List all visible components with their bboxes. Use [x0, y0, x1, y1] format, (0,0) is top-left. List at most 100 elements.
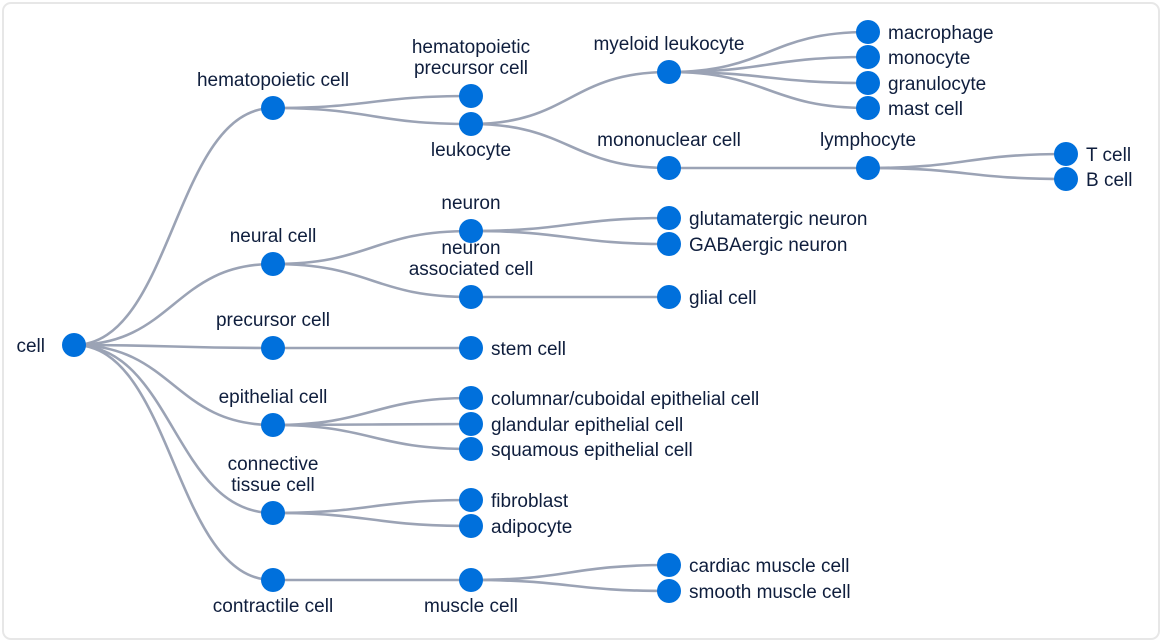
node-mononuclear-cell[interactable] [657, 156, 681, 180]
edge-lymphocyte-to-t-cell [867, 152, 1067, 170]
edge-muscle-cell-to-smooth-muscle-cell [470, 578, 670, 593]
label-line: connective [228, 454, 319, 475]
node-b-cell[interactable] [1054, 167, 1078, 191]
label-line: stem cell [491, 339, 566, 360]
node-t-cell[interactable] [1054, 142, 1078, 166]
label-leukocyte: leukocyte [431, 140, 511, 161]
label-line: B cell [1086, 170, 1132, 191]
node-muscle-cell[interactable] [459, 568, 483, 592]
node-neuron[interactable] [459, 219, 483, 243]
label-t-cell: T cell [1086, 145, 1131, 166]
label-monocyte: monocyte [888, 48, 970, 69]
label-granulocyte: granulocyte [888, 74, 986, 95]
node-glial-cell[interactable] [657, 285, 681, 309]
node-lymphocyte[interactable] [856, 156, 880, 180]
label-line: monocyte [888, 48, 970, 69]
label-precursor-cell: precursor cell [216, 310, 330, 331]
label-line: neuron [441, 193, 500, 214]
label-columnar-cuboidal-epithelial-cell: columnar/cuboidal epithelial cell [491, 389, 759, 410]
edge-connective-tissue-cell-to-adipocyte [272, 511, 472, 528]
label-line: mast cell [888, 99, 963, 120]
label-line: glutamatergic neuron [689, 209, 868, 230]
label-line: lymphocyte [820, 130, 916, 151]
node-smooth-muscle-cell[interactable] [657, 579, 681, 603]
label-cardiac-muscle-cell: cardiac muscle cell [689, 556, 850, 577]
node-neural-cell[interactable] [261, 252, 285, 276]
node-cell[interactable] [62, 333, 86, 357]
label-line: precursor cell [216, 310, 330, 331]
node-hematopoietic-cell[interactable] [261, 96, 285, 120]
edge-cell-to-contractile-cell [73, 343, 274, 582]
label-macrophage: macrophage [888, 23, 994, 44]
node-leukocyte[interactable] [459, 112, 483, 136]
label-line: leukocyte [431, 140, 511, 161]
edge-neural-cell-to-neuron-associated-cell [272, 262, 472, 299]
edge-leukocyte-to-mononuclear-cell [470, 122, 670, 170]
label-line: GABAergic neuron [689, 235, 847, 256]
label-line: fibroblast [491, 491, 569, 512]
node-connective-tissue-cell[interactable] [261, 501, 285, 525]
node-epithelial-cell[interactable] [261, 413, 285, 437]
label-glial-cell: glial cell [689, 288, 757, 309]
node-cardiac-muscle-cell[interactable] [657, 553, 681, 577]
label-muscle-cell: muscle cell [424, 596, 518, 617]
label-line: cell [16, 336, 45, 357]
edge-neuron-to-glutamatergic-neuron [470, 216, 670, 233]
edge-cell-to-precursor-cell [73, 343, 274, 350]
edge-cell-to-connective-tissue-cell [73, 343, 274, 515]
label-line: mononuclear cell [597, 130, 741, 151]
label-line: smooth muscle cell [689, 582, 851, 603]
label-line: hematopoietic cell [197, 70, 349, 91]
label-smooth-muscle-cell: smooth muscle cell [689, 582, 851, 603]
label-line: neural cell [230, 226, 317, 247]
edge-connective-tissue-cell-to-fibroblast [272, 498, 472, 515]
tree-labels: cell hematopoietic cell neural cell precurs… [16, 23, 1132, 617]
label-lymphocyte: lymphocyte [820, 130, 916, 151]
label-fibroblast: fibroblast [491, 491, 569, 512]
node-monocyte[interactable] [856, 45, 880, 69]
label-squamous-epithelial-cell: squamous epithelial cell [491, 440, 693, 461]
node-glutamatergic-neuron[interactable] [657, 206, 681, 230]
node-precursor-cell[interactable] [261, 336, 285, 360]
label-line: T cell [1086, 145, 1131, 166]
edge-muscle-cell-to-cardiac-muscle-cell [470, 563, 670, 582]
label-line: squamous epithelial cell [491, 440, 693, 461]
label-cell: cell [16, 336, 45, 357]
label-b-cell: B cell [1086, 170, 1132, 191]
edge-myeloid-leukocyte-to-mast-cell [668, 70, 869, 110]
node-gabaergic-neuron[interactable] [657, 232, 681, 256]
node-squamous-epithelial-cell[interactable] [459, 437, 483, 461]
node-contractile-cell[interactable] [261, 568, 285, 592]
label-line: hematopoietic [412, 37, 530, 58]
label-contractile-cell: contractile cell [213, 596, 333, 617]
edge-hematopoietic-cell-to-hematopoietic-precursor-cell [272, 94, 472, 110]
node-macrophage[interactable] [856, 20, 880, 44]
node-columnar-cuboidal-epithelial-cell[interactable] [459, 386, 483, 410]
label-neuron: neuron [441, 193, 500, 214]
node-granulocyte[interactable] [856, 71, 880, 95]
node-myeloid-leukocyte[interactable] [657, 60, 681, 84]
node-neuron-associated-cell[interactable] [459, 285, 483, 309]
node-stem-cell[interactable] [459, 336, 483, 360]
node-glandular-epithelial-cell[interactable] [459, 412, 483, 436]
tree-edges [73, 30, 1067, 593]
node-fibroblast[interactable] [459, 488, 483, 512]
tree-nodes [62, 20, 1078, 603]
edge-epithelial-cell-to-squamous-epithelial-cell [272, 423, 472, 451]
edge-cell-to-hematopoietic-cell [73, 106, 274, 347]
label-glutamatergic-neuron: glutamatergic neuron [689, 209, 868, 230]
label-line: muscle cell [424, 596, 518, 617]
edge-lymphocyte-to-b-cell [867, 166, 1067, 181]
label-line: columnar/cuboidal epithelial cell [491, 389, 759, 410]
node-hematopoietic-precursor-cell[interactable] [459, 84, 483, 108]
node-mast-cell[interactable] [856, 96, 880, 120]
node-adipocyte[interactable] [459, 514, 483, 538]
edge-hematopoietic-cell-to-leukocyte [272, 106, 472, 126]
label-line: glial cell [689, 288, 757, 309]
label-line: tissue cell [231, 475, 314, 496]
